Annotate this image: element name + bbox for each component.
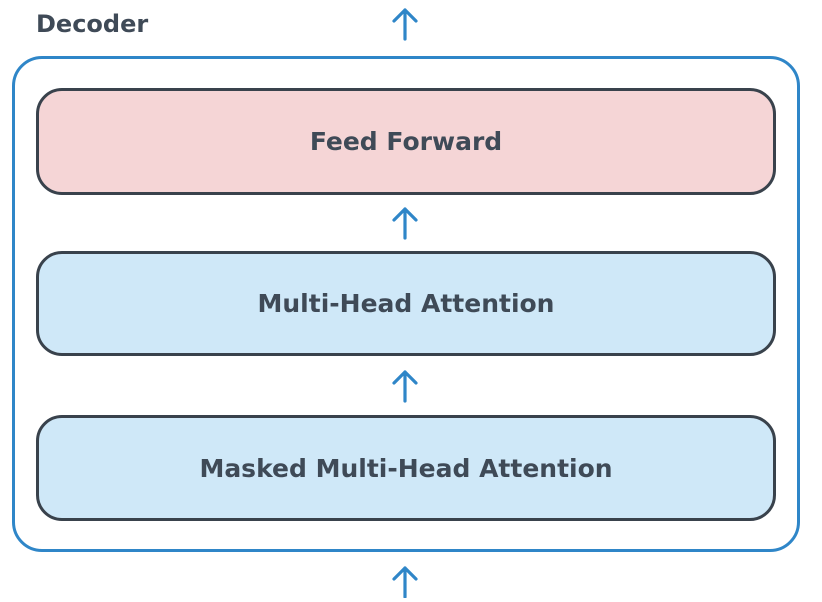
multi-head-attention-block: Multi-Head Attention — [36, 251, 776, 356]
decoder-title: Decoder — [36, 10, 149, 38]
up-arrow-icon — [387, 205, 423, 241]
multi-head-attention-label: Multi-Head Attention — [257, 289, 555, 318]
output-arrow-icon — [387, 6, 423, 42]
feed-forward-label: Feed Forward — [309, 127, 503, 156]
up-arrow-icon — [387, 368, 423, 404]
input-arrow-icon — [387, 562, 423, 598]
masked-multi-head-attention-block: Masked Multi-Head Attention — [36, 415, 776, 521]
masked-multi-head-attention-label: Masked Multi-Head Attention — [199, 453, 613, 483]
feed-forward-block: Feed Forward — [36, 88, 776, 195]
